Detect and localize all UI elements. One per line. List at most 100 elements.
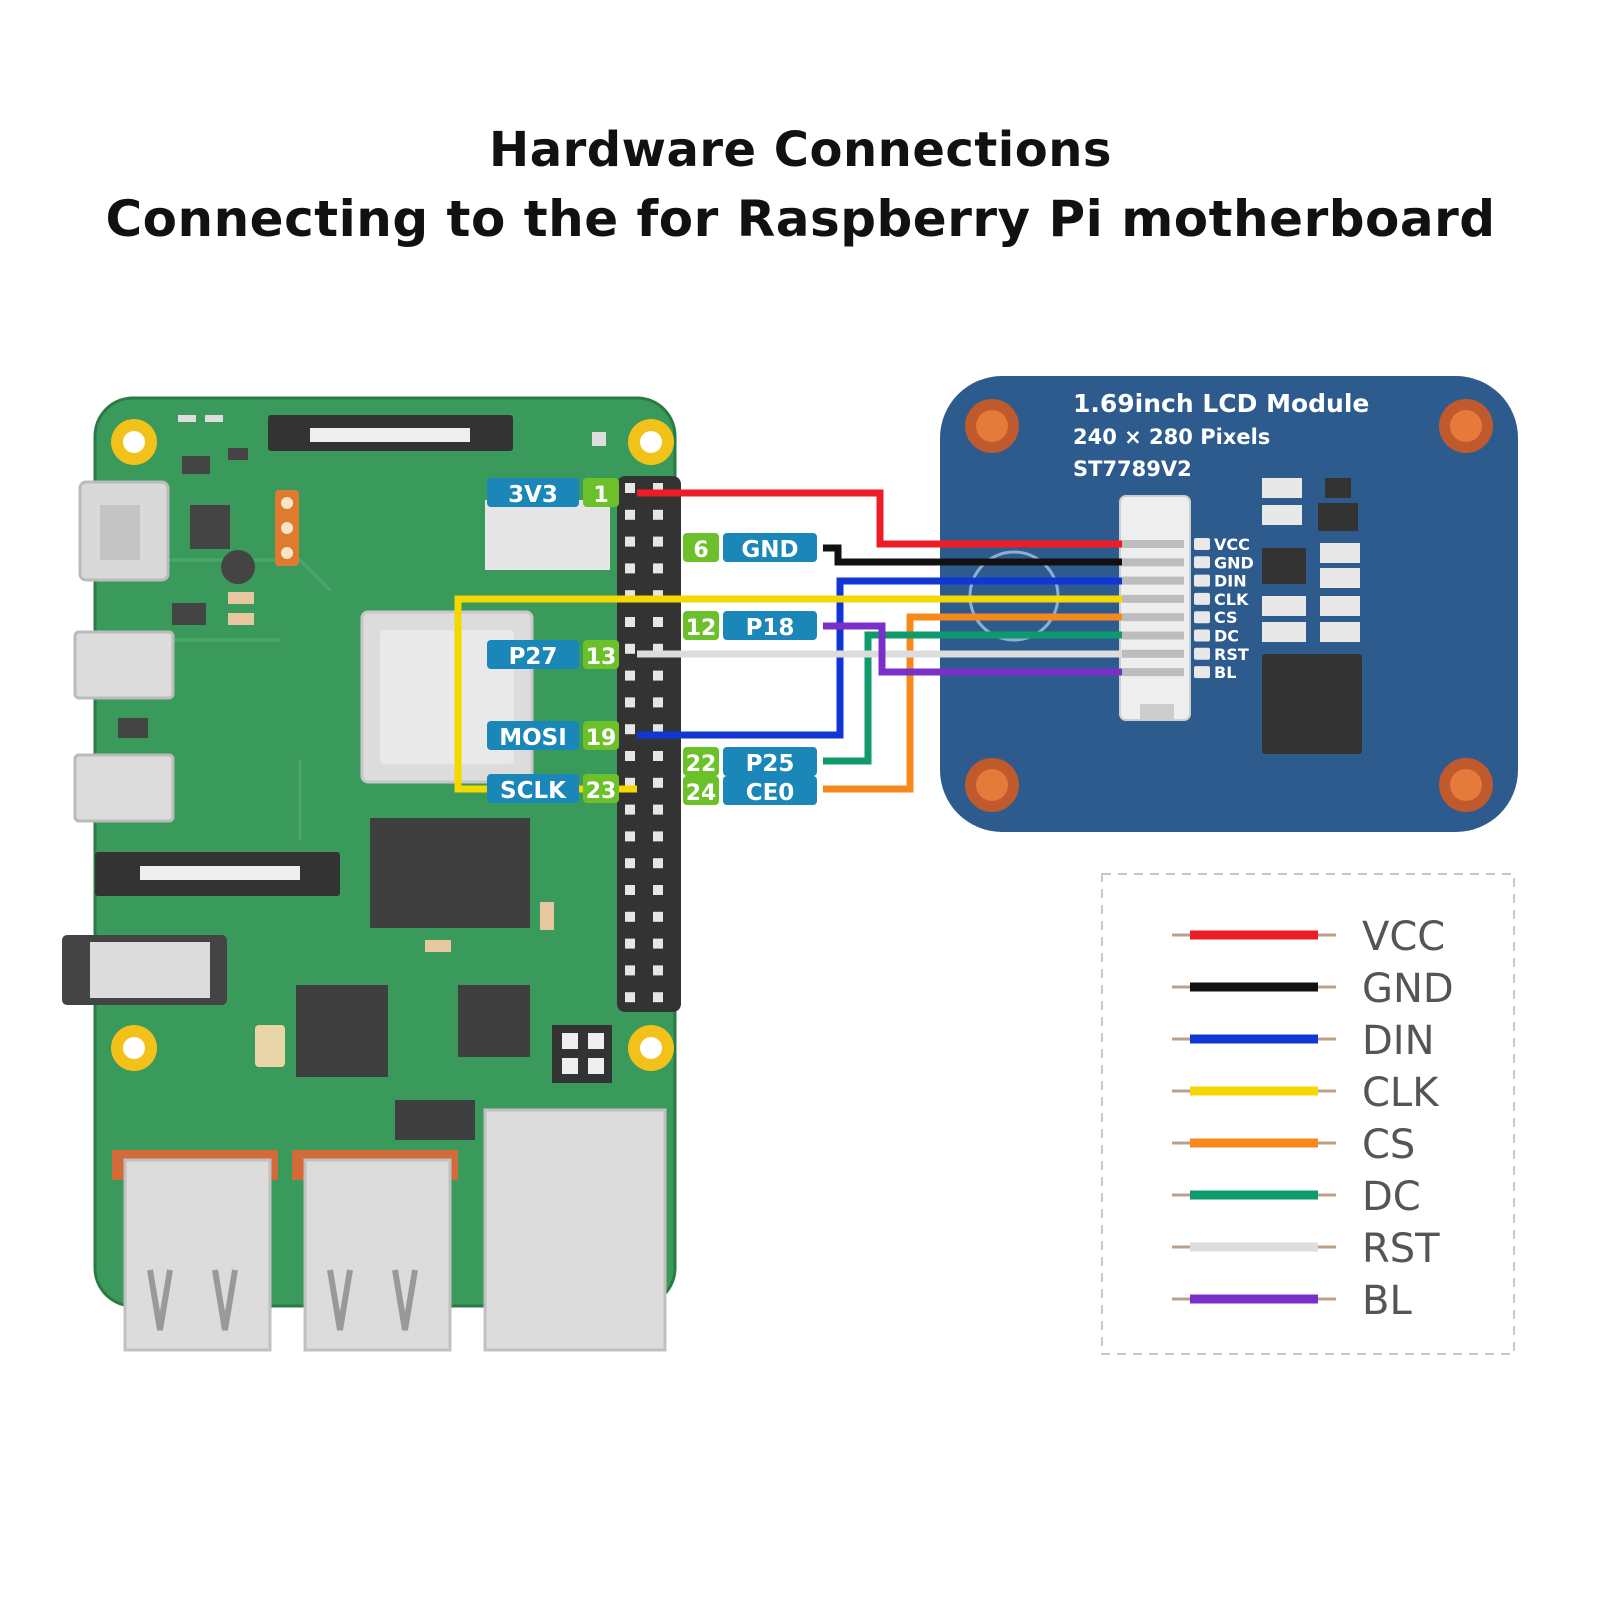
- fpc-contact: [1122, 576, 1184, 585]
- legend-label: DC: [1362, 1174, 1421, 1220]
- mounting-hole: [1439, 399, 1493, 453]
- svg-text:13: 13: [586, 645, 617, 670]
- gpio-pin: [653, 617, 663, 627]
- pin-label-sclk: SCLK 23: [487, 774, 619, 804]
- lcd-pin-pad: [1194, 538, 1210, 550]
- lcd-pin-label: VCC: [1214, 535, 1250, 554]
- svg-text:3V3: 3V3: [508, 482, 558, 508]
- lcd-pin-label: GND: [1214, 553, 1254, 572]
- pin-label-p27: P27 13: [487, 640, 619, 670]
- svg-text:1: 1: [593, 483, 608, 508]
- gpio-pin: [653, 536, 663, 547]
- lcd-resolution: 240 × 280 Pixels: [1073, 425, 1270, 449]
- gpio-pin: [653, 509, 663, 520]
- svg-text:24: 24: [686, 781, 717, 806]
- gpio-pin: [625, 938, 635, 949]
- gpio-pin: [653, 858, 663, 869]
- gpio-pin: [653, 992, 663, 1003]
- lcd-pin-label: CLK: [1214, 590, 1249, 609]
- lcd-module: 1.69inch LCD Module 240 × 280 Pixels ST7…: [940, 376, 1518, 832]
- lcd-pin-label: BL: [1214, 663, 1236, 682]
- gpio-pin: [625, 885, 635, 895]
- wire-dc: [823, 631, 1122, 765]
- svg-text:MOSI: MOSI: [499, 725, 567, 751]
- wire-cs: [823, 613, 1122, 793]
- fpc-contact: [1122, 649, 1184, 658]
- lcd-pin-label: DIN: [1214, 572, 1247, 591]
- gpio-pin: [653, 965, 663, 976]
- svg-text:P25: P25: [746, 751, 795, 777]
- lcd-module-name: 1.69inch LCD Module: [1073, 389, 1369, 418]
- svg-text:GND: GND: [741, 537, 798, 563]
- gpio-pin: [625, 670, 635, 681]
- lcd-pin-pad: [1194, 666, 1210, 679]
- gpio-pin: [653, 590, 663, 601]
- page-title: Hardware Connections: [489, 122, 1112, 178]
- gpio-pin: [653, 670, 663, 681]
- lcd-pin-pad: [1194, 592, 1210, 605]
- gpio-pin: [653, 777, 663, 788]
- lcd-pin-pad: [1194, 611, 1210, 624]
- pin-label-gnd: 6 GND: [683, 533, 817, 563]
- gpio-pin: [625, 804, 635, 815]
- lcd-pin-pad: [1194, 574, 1210, 587]
- gpio-pin: [625, 858, 635, 869]
- fpc-contact: [1122, 613, 1184, 622]
- legend-frame: [1101, 873, 1515, 1355]
- gpio-pin: [653, 483, 663, 493]
- wire-bl: [823, 622, 1122, 676]
- gpio-pin: [625, 831, 635, 842]
- svg-text:23: 23: [586, 779, 617, 804]
- legend-label: BL: [1362, 1278, 1412, 1324]
- pin-label-ce0: 24 CE0: [683, 776, 817, 806]
- lcd-pin-pad: [1194, 556, 1210, 569]
- gpio-pin: [625, 965, 635, 976]
- gpio-pin: [625, 536, 635, 547]
- gpio-pin: [653, 697, 663, 708]
- pin-label-p25: 22 P25: [683, 747, 817, 777]
- fpc-connector: [1119, 495, 1191, 721]
- gpio-pin: [625, 483, 635, 493]
- fpc-contact: [1122, 558, 1184, 567]
- svg-text:19: 19: [586, 726, 617, 751]
- legend-label: CLK: [1362, 1070, 1440, 1116]
- lcd-driver: ST7789V2: [1073, 457, 1192, 481]
- gpio-pin: [625, 617, 635, 627]
- gpio-pin: [625, 563, 635, 574]
- mounting-hole: [1439, 758, 1493, 812]
- svg-text:6: 6: [693, 538, 708, 563]
- gpio-pin: [625, 509, 635, 520]
- gpio-pin: [653, 643, 663, 654]
- gpio-pin: [625, 911, 635, 922]
- legend-label: DIN: [1362, 1018, 1435, 1064]
- legend-label: RST: [1362, 1226, 1440, 1272]
- mounting-hole: [628, 1025, 674, 1071]
- gpio-pin: [625, 724, 635, 735]
- gpio-pin: [625, 751, 635, 761]
- svg-text:22: 22: [686, 752, 717, 777]
- fpc-contact: [1122, 668, 1184, 677]
- gpio-pin: [653, 724, 663, 735]
- gpio-pin: [653, 751, 663, 761]
- mounting-hole: [965, 758, 1019, 812]
- gpio-header: [617, 476, 681, 1012]
- gpio-pin: [653, 938, 663, 949]
- mounting-hole: [111, 419, 157, 465]
- lcd-driver-chip: [1262, 654, 1362, 754]
- gpio-pin: [653, 831, 663, 842]
- svg-text:12: 12: [686, 616, 717, 641]
- lcd-pin-label: CS: [1214, 608, 1238, 627]
- gpio-pin: [653, 804, 663, 815]
- lcd-pin-label: RST: [1214, 645, 1249, 664]
- wire-din: [637, 577, 1122, 739]
- gpio-pin: [653, 911, 663, 922]
- lcd-pin-pad: [1194, 629, 1210, 642]
- svg-text:CE0: CE0: [746, 780, 795, 806]
- svg-text:SCLK: SCLK: [500, 778, 567, 804]
- gpio-pin: [625, 590, 635, 601]
- lcd-pin-label: DC: [1214, 627, 1239, 646]
- page-subtitle: Connecting to the for Raspberry Pi mothe…: [105, 190, 1496, 248]
